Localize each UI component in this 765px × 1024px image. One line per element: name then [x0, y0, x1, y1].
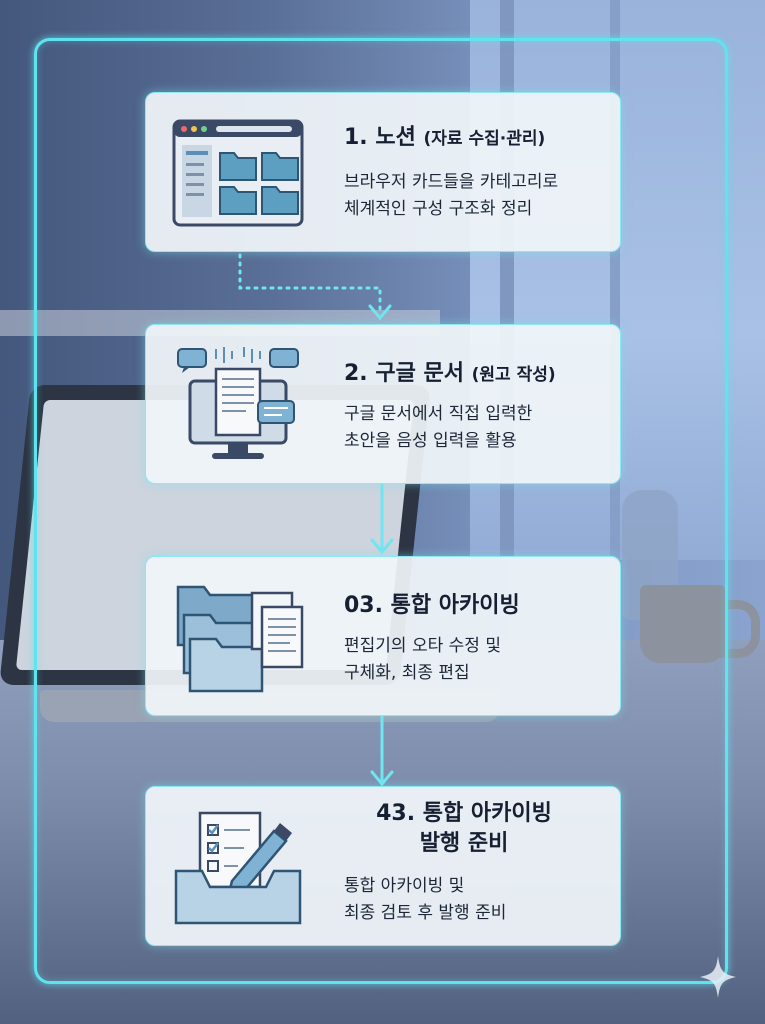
step-desc-1: 브라우저 카드들을 카테고리로 체계적인 구성 구조화 정리 [344, 169, 614, 223]
step-title-4: 43. 통합 아카이빙 발행 준비 [344, 799, 584, 859]
sparkle-icon [700, 956, 736, 998]
step-title-line2: 발행 준비 [344, 829, 584, 859]
step-desc-3: 편집기의 오타 수정 및 구체화, 최종 편집 [344, 633, 614, 687]
step-desc-line: 통합 아카이빙 및 [344, 873, 614, 900]
step-title-1: 1. 노션 (자료 수집·관리) [344, 123, 545, 154]
step-title-main: 1. 노션 [344, 125, 416, 150]
step-title-sub: (원고 작성) [472, 365, 556, 385]
monitor-document-icon [172, 345, 304, 465]
arrow-2-3 [370, 480, 394, 556]
step-card-4: 43. 통합 아카이빙 발행 준비 통합 아카이빙 및 최종 검토 후 발행 준… [145, 786, 621, 946]
step-desc-line: 초안을 음성 입력을 활용 [344, 428, 614, 455]
browser-folders-icon [172, 119, 304, 227]
step-desc-line: 구체화, 최종 편집 [344, 660, 614, 687]
step-card-2: 2. 구글 문서 (원고 작성) 구글 문서에서 직접 입력한 초안을 음성 입… [145, 324, 621, 484]
checklist-pencil-tray-icon [172, 809, 304, 927]
step-desc-line: 체계적인 구성 구조화 정리 [344, 196, 614, 223]
dotted-arrow-1-2 [230, 250, 400, 325]
folders-documents-icon [172, 577, 304, 697]
arrow-3-4 [370, 712, 394, 788]
step-desc-line: 최종 검토 후 발행 준비 [344, 900, 614, 927]
step-title-2: 2. 구글 문서 (원고 작성) [344, 359, 556, 390]
step-desc-line: 구글 문서에서 직접 입력한 [344, 401, 614, 428]
step-title-main: 43. 통합 아카이빙 [344, 799, 584, 829]
step-title-3: 03. 통합 아카이빙 [344, 591, 520, 621]
step-desc-4: 통합 아카이빙 및 최종 검토 후 발행 준비 [344, 873, 614, 927]
step-desc-line: 편집기의 오타 수정 및 [344, 633, 614, 660]
step-title-main: 2. 구글 문서 [344, 361, 464, 386]
step-desc-line: 브라우저 카드들을 카테고리로 [344, 169, 614, 196]
step-desc-2: 구글 문서에서 직접 입력한 초안을 음성 입력을 활용 [344, 401, 614, 455]
step-title-sub: (자료 수집·관리) [423, 129, 545, 149]
step-title-main: 03. 통합 아카이빙 [344, 593, 520, 618]
step-card-1: 1. 노션 (자료 수집·관리) 브라우저 카드들을 카테고리로 체계적인 구성… [145, 92, 621, 252]
step-card-3: 03. 통합 아카이빙 편집기의 오타 수정 및 구체화, 최종 편집 [145, 556, 621, 716]
